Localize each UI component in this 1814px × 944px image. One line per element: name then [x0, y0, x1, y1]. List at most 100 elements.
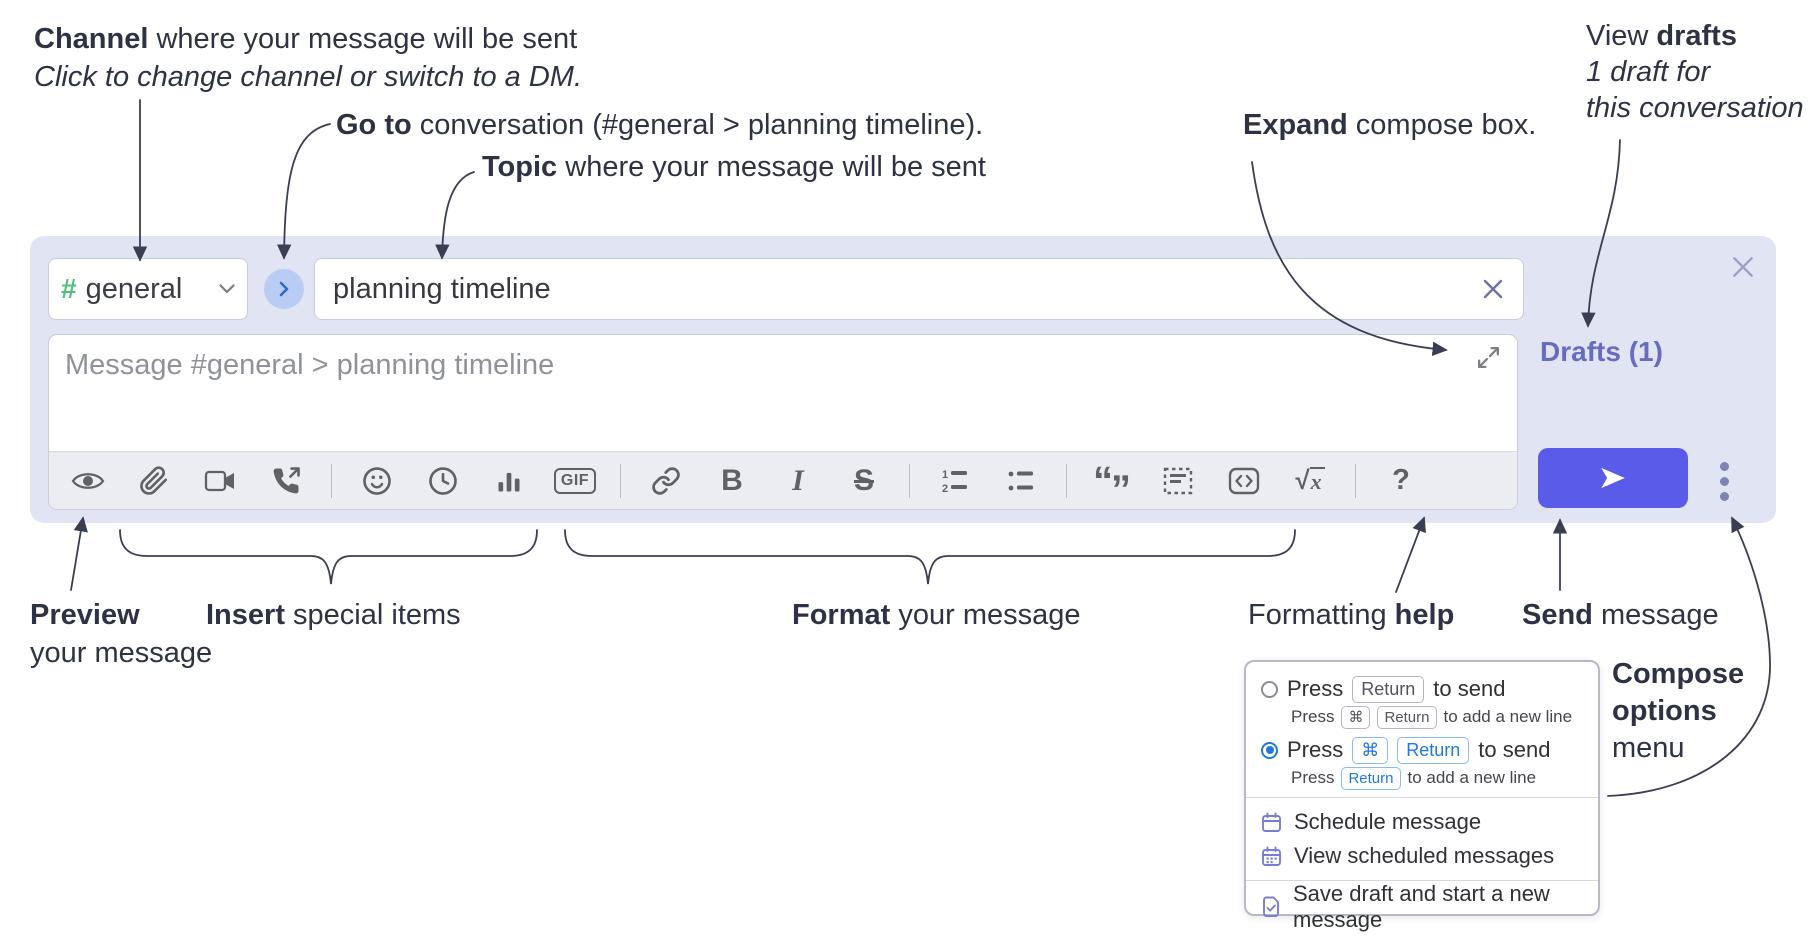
code-button[interactable] — [1211, 452, 1277, 509]
attach-file-button[interactable] — [121, 452, 187, 509]
drafts-link[interactable]: Drafts (1) — [1540, 336, 1663, 367]
channel-select[interactable]: # general — [48, 258, 248, 320]
bold-icon: B — [721, 463, 743, 497]
file-check-icon — [1261, 896, 1281, 918]
compose-options-annotation: Compose options menu — [1612, 656, 1744, 767]
topic-input-box — [314, 258, 1524, 320]
toolbar-separator — [1066, 463, 1067, 498]
audio-call-button[interactable] — [253, 452, 319, 509]
save-draft-item[interactable]: Save draft and start a new message — [1261, 881, 1583, 932]
goto-annotation-rest: conversation (#general > planning timeli… — [411, 109, 984, 141]
math-button[interactable]: √x — [1277, 452, 1343, 509]
compose-options-button[interactable] — [1714, 456, 1735, 507]
clear-topic-button[interactable] — [1477, 273, 1509, 305]
chevron-right-icon — [279, 281, 289, 297]
expand-annotation-rest: compose box. — [1347, 109, 1537, 141]
bulleted-list-icon — [1008, 471, 1033, 490]
time-mention-button[interactable] — [410, 452, 476, 509]
expand-compose-button[interactable] — [1474, 343, 1503, 375]
formatting-help-button[interactable]: ? — [1368, 452, 1434, 509]
compose-options-menu: Press Return to send Press ⌘ Return to a… — [1244, 660, 1600, 932]
video-call-button[interactable] — [187, 452, 253, 509]
svg-text:1: 1 — [942, 469, 948, 481]
topic-input[interactable] — [315, 272, 1477, 306]
compose-box: # general — [30, 236, 1776, 523]
option-cmd-return-to-send[interactable]: Press ⌘ Return to send — [1261, 735, 1583, 765]
return-key: Return — [1352, 675, 1425, 703]
channel-annotation-bold: Channel — [34, 23, 149, 55]
toolbar-separator — [620, 463, 621, 498]
preview-button[interactable] — [55, 452, 121, 509]
svg-text:2: 2 — [942, 483, 948, 495]
cmd-key: ⌘ — [1352, 736, 1389, 764]
view-scheduled-item[interactable]: View scheduled messages — [1261, 839, 1583, 873]
menu-divider — [1246, 797, 1598, 798]
save-draft-label: Save draft and start a new message — [1293, 881, 1550, 932]
toolbar-separator — [909, 463, 910, 498]
view-drafts-bold: drafts — [1656, 20, 1737, 52]
paperclip-icon — [140, 465, 168, 495]
spoiler-button[interactable] — [1145, 452, 1211, 509]
view-drafts-line3: this conversation — [1586, 92, 1804, 124]
gif-button[interactable]: GIF — [542, 452, 608, 509]
expand-icon — [1477, 346, 1500, 369]
calendar-days-icon — [1261, 846, 1282, 867]
toolbar-separator — [331, 463, 332, 498]
return-key: Return — [1377, 705, 1437, 729]
schedule-message-label: Schedule message — [1294, 809, 1482, 834]
strikethrough-icon: S — [853, 463, 874, 497]
channel-annotation-line2: Click to change channel or switch to a D… — [34, 61, 583, 93]
gif-icon: GIF — [553, 467, 597, 494]
view-drafts-pre: View — [1586, 20, 1657, 52]
compose-options-line2: options — [1612, 695, 1717, 727]
preview-annotation: Preview your message — [30, 596, 212, 672]
close-compose-button[interactable] — [1726, 250, 1760, 287]
press-label: Press — [1287, 737, 1344, 762]
insert-brace — [119, 529, 538, 585]
numbered-list-icon: 1 2 — [942, 469, 967, 495]
link-icon — [652, 466, 680, 495]
format-annotation: Format your message — [792, 596, 1081, 634]
option-return-to-send[interactable]: Press Return to send — [1261, 674, 1583, 704]
close-icon — [1483, 279, 1503, 299]
channel-hash-icon: # — [61, 273, 77, 304]
close-icon — [1733, 257, 1753, 277]
goto-annotation-bold: Go to — [336, 109, 412, 141]
ellipsis-icon — [1720, 462, 1729, 471]
bulleted-list-button[interactable] — [988, 452, 1054, 509]
goto-conversation-button[interactable] — [264, 269, 304, 309]
compose-toolbar: GIF B I S — [49, 451, 1517, 509]
expand-annotation-bold: Expand — [1243, 109, 1348, 141]
bold-button[interactable]: B — [699, 452, 765, 509]
link-button[interactable] — [633, 452, 699, 509]
strikethrough-button[interactable]: S — [831, 452, 897, 509]
goto-annotation: Go to conversation (#general > planning … — [336, 106, 983, 144]
menu-divider — [1246, 880, 1598, 881]
formatting-help-arrow — [1395, 516, 1426, 593]
numbered-list-button[interactable]: 1 2 — [922, 452, 988, 509]
radio-selected-icon[interactable] — [1261, 741, 1278, 759]
schedule-message-item[interactable]: Schedule message — [1261, 805, 1583, 839]
formatting-help-pre: Formatting — [1248, 599, 1395, 631]
emoji-button[interactable] — [344, 452, 410, 509]
eye-icon — [71, 472, 105, 489]
bar-chart-icon — [498, 472, 520, 491]
view-drafts-line2: 1 draft for — [1586, 56, 1711, 88]
phone-call-icon — [273, 466, 300, 493]
send-annotation-bold: Send — [1522, 599, 1593, 631]
option-return-subtext: Press ⌘ Return to add a new line — [1291, 705, 1583, 729]
poll-button[interactable] — [476, 452, 542, 509]
italic-button[interactable]: I — [765, 452, 831, 509]
topic-annotation-rest: where your message will be sent — [557, 151, 986, 183]
compose-options-line1: Compose — [1612, 658, 1745, 690]
quote-button[interactable]: “” — [1079, 452, 1145, 510]
smiley-icon — [363, 466, 391, 495]
clock-icon — [429, 466, 457, 495]
send-button[interactable] — [1538, 448, 1688, 508]
press-label: Press — [1287, 676, 1344, 701]
video-camera-icon — [204, 470, 234, 491]
option-cmd-return-subtext: Press Return to add a new line — [1291, 766, 1583, 790]
send-annotation: Send message — [1522, 596, 1719, 634]
radio-unselected-icon[interactable] — [1261, 680, 1278, 698]
message-input[interactable] — [49, 335, 1517, 451]
